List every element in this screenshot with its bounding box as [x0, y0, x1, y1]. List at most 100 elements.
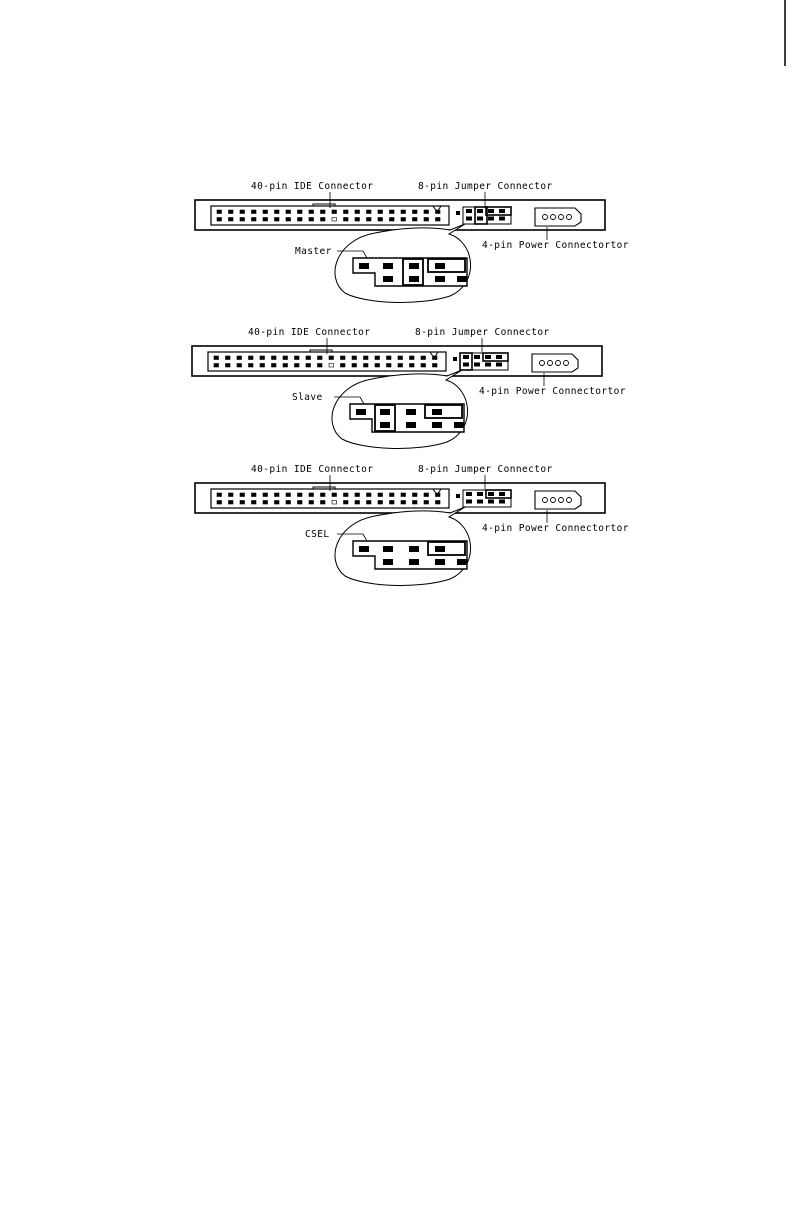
jumper-mode-label: Slave [292, 392, 323, 403]
ide-pin [413, 501, 418, 505]
jumper-pin [496, 363, 502, 367]
ide-pin [364, 356, 369, 360]
ide-pin [332, 218, 337, 222]
ide-pin [214, 356, 219, 360]
enlarged-jumper-pin [359, 546, 369, 552]
power-connector [532, 354, 578, 372]
ide-pin [240, 218, 245, 222]
ide-pin [378, 501, 383, 505]
ide-pin [367, 210, 372, 214]
ide-pin [424, 493, 429, 497]
ide-pin [433, 356, 438, 360]
ide-pin [355, 218, 360, 222]
jumper-pin [485, 363, 491, 367]
ide-pin [229, 210, 234, 214]
ide-pin [275, 210, 280, 214]
ide-pin [252, 493, 257, 497]
ide-pin [249, 364, 254, 368]
ide-pin [436, 501, 441, 505]
ide-pin [387, 364, 392, 368]
jumper-pin [477, 209, 483, 213]
jumper-pin [477, 492, 483, 496]
ide-pin [367, 501, 372, 505]
ide-pin [275, 493, 280, 497]
ide-pin [240, 501, 245, 505]
ide-connector [208, 352, 446, 371]
ide-pin [263, 210, 268, 214]
panel-csel: 40-pin IDE Connector 8-pin Jumper Connect… [195, 464, 629, 585]
ide-pin [309, 218, 314, 222]
ide-pin [321, 218, 326, 222]
enlarged-jumper-pin [406, 422, 416, 428]
ide-pin [237, 364, 242, 368]
ide-pin [375, 356, 380, 360]
jumper-pin [499, 500, 505, 504]
enlarged-jumper-pin [409, 559, 419, 565]
ide-pin [226, 356, 231, 360]
ide-pin [390, 501, 395, 505]
ide-pin [344, 210, 349, 214]
ide-pin [286, 218, 291, 222]
jumper-pin [466, 492, 472, 496]
ide-pin [240, 210, 245, 214]
panel-slave: 40-pin IDE Connector8-pin Jumper Connect… [192, 327, 626, 448]
jumper-pin [466, 209, 472, 213]
ide-pin [295, 364, 300, 368]
ide-pin [286, 210, 291, 214]
ide-pin [329, 356, 334, 360]
enlarged-jumper-pin [432, 422, 442, 428]
ide-connector [211, 489, 449, 508]
ide-pin [352, 364, 357, 368]
ide-connector-label: 40-pin IDE Connector [251, 464, 373, 475]
ide-pin [332, 501, 337, 505]
enlarged-jumper-pin [383, 559, 393, 565]
ide-pin [332, 210, 337, 214]
ide-pin [401, 210, 406, 214]
power-pin [559, 498, 564, 503]
ide-pin [344, 218, 349, 222]
ide-pin [240, 493, 245, 497]
enlarged-jumper-pin [383, 276, 393, 282]
ide-pin [286, 493, 291, 497]
jumper-pin [488, 500, 494, 504]
ide-pin [321, 501, 326, 505]
ide-pin [355, 493, 360, 497]
jumper-pin [496, 355, 502, 359]
ide-pin [272, 364, 277, 368]
ide-connector-label: 40-pin IDE Connector [251, 181, 373, 192]
ide-pin [309, 501, 314, 505]
ide-pin [401, 218, 406, 222]
ide-connector-label: 40-pin IDE Connector [248, 327, 370, 338]
power-pin [564, 361, 569, 366]
enlarged-jumper-pin [383, 263, 393, 269]
ide-pin [298, 493, 303, 497]
enlarged-jumper-pin [406, 409, 416, 415]
ide-pin [229, 218, 234, 222]
ide-pin [378, 210, 383, 214]
ide-pin [424, 218, 429, 222]
power-connector-label: 4-pin Power Connectortor [482, 240, 629, 251]
ide-pin [398, 364, 403, 368]
enlarged-jumper-pin [409, 546, 419, 552]
ide-pin [436, 493, 441, 497]
ide-pin [275, 218, 280, 222]
ide-pin [263, 218, 268, 222]
ide-pin [283, 356, 288, 360]
ide-pin [298, 218, 303, 222]
ide-pin [252, 501, 257, 505]
ide-pin [309, 493, 314, 497]
enlarged-jumper-pin [432, 409, 442, 415]
ide-pin [436, 210, 441, 214]
enlarged-jumper-pin [435, 546, 445, 552]
ide-pin [387, 356, 392, 360]
jumper-connector-label: 8-pin Jumper Connector [418, 464, 553, 475]
ide-pin [306, 364, 311, 368]
power-pin [543, 215, 548, 220]
ide-pin [421, 364, 426, 368]
power-pin [567, 215, 572, 220]
ide-connector [211, 206, 449, 225]
ide-pin [306, 356, 311, 360]
ide-pin [341, 364, 346, 368]
ide-pin [352, 356, 357, 360]
